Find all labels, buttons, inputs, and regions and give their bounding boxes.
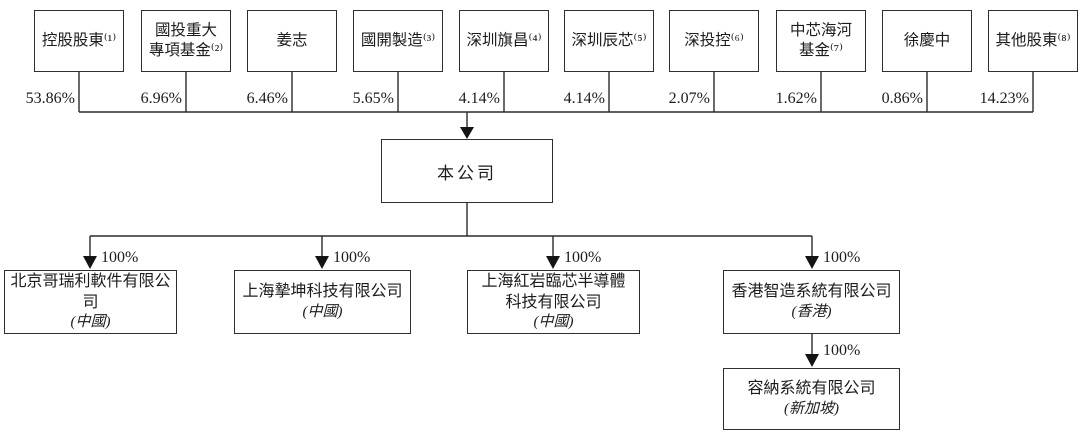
arrows-into-subsidiaries [83,236,819,269]
subsidiary-location: (中國) [533,314,574,331]
subsidiary-ownership-label: 100% [333,249,371,266]
company-drop-line [90,203,812,237]
subsidiary-ownership-label: 100% [101,249,139,266]
shareholder-box-shenzhen-chenxin: 深圳辰芯⁽⁵⁾ [564,10,654,72]
ownership-percent-label: 14.23% [979,90,1029,107]
company-box: 本公司 [381,139,553,203]
subsidiary-name: 容納系統有限公司 [747,380,876,398]
shareholder-name: 國投重大 專項基金⁽²⁾ [148,21,224,59]
subsidiary-name: 上海摯坤科技有限公司 [242,283,403,301]
shareholder-box-xuqingzhong: 徐慶中 [882,10,972,72]
subsidiary-location: (新加坡) [784,400,839,417]
ownership-percent-label: 6.96% [140,90,182,107]
ownership-percent-label: 6.46% [246,90,288,107]
ownership-percent-label: 0.86% [881,90,923,107]
shareholder-name: 姜志 [276,31,308,49]
ownership-percent-label: 5.65% [352,90,394,107]
subsidiary-box-shanghai-hongyan: 上海紅岩臨芯半導體 科技有限公司 (中國) [467,270,640,334]
arrow-hk-to-singapore [805,334,819,367]
shareholder-name: 深圳辰芯⁽⁵⁾ [571,31,647,49]
company-name: 本公司 [437,163,497,183]
shareholder-name: 深投控⁽⁶⁾ [684,31,744,49]
ownership-percent-label: 53.86% [25,90,75,107]
shareholder-box-shentoukong: 深投控⁽⁶⁾ [669,10,759,72]
shareholder-box-other: 其他股東⁽⁸⁾ [988,10,1078,72]
subsidiary-box-beijing-gorilla: 北京哥瑞利軟件有限公司 (中國) [4,270,177,334]
arrow-into-company [460,112,474,139]
subsidiary-name: 上海紅岩臨芯半導體 科技有限公司 [481,273,626,311]
shareholder-box-jiangzhi: 姜志 [247,10,337,72]
shareholder-name: 中芯海河 基金⁽⁷⁾ [789,21,852,59]
ownership-percent-label: 4.14% [563,90,605,107]
ownership-percent-label: 2.07% [668,90,710,107]
subsidiary-ownership-label: 100% [823,249,861,266]
ownership-percent-label: 4.14% [458,90,500,107]
shareholder-drop-lines [78,72,1034,112]
subsidiary-location: (中國) [302,303,343,320]
subsidiary-location: (香港) [791,303,832,320]
sub-subsidiary-ownership-label: 100% [823,342,861,359]
subsidiary-name: 北京哥瑞利軟件有限公司 [10,273,171,311]
subsidiary-location: (中國) [70,314,111,331]
shareholder-box-controlling: 控股股東⁽¹⁾ [34,10,124,72]
sub-subsidiary-box-rongna-singapore: 容納系統有限公司 (新加坡) [723,368,900,430]
subsidiary-box-shanghai-zhikun: 上海摯坤科技有限公司 (中國) [234,270,411,334]
shareholder-box-guokai: 國開製造⁽³⁾ [353,10,443,72]
shareholder-box-shenzhen-qichang: 深圳旗昌⁽⁴⁾ [459,10,549,72]
shareholder-box-guotou-fund: 國投重大 專項基金⁽²⁾ [141,10,231,72]
subsidiary-name: 香港智造系統有限公司 [731,283,892,301]
subsidiary-ownership-label: 100% [564,249,602,266]
shareholder-name: 其他股東⁽⁸⁾ [995,31,1071,49]
shareholder-name: 國開製造⁽³⁾ [360,31,436,49]
ownership-percent-label: 1.62% [775,90,817,107]
shareholder-box-zhongxin-fund: 中芯海河 基金⁽⁷⁾ [776,10,866,72]
shareholder-name: 深圳旗昌⁽⁴⁾ [466,31,542,49]
shareholder-name: 徐慶中 [903,31,951,49]
shareholder-name: 控股股東⁽¹⁾ [41,31,117,49]
subsidiary-box-hk-smart-manufacturing: 香港智造系統有限公司 (香港) [723,270,900,334]
